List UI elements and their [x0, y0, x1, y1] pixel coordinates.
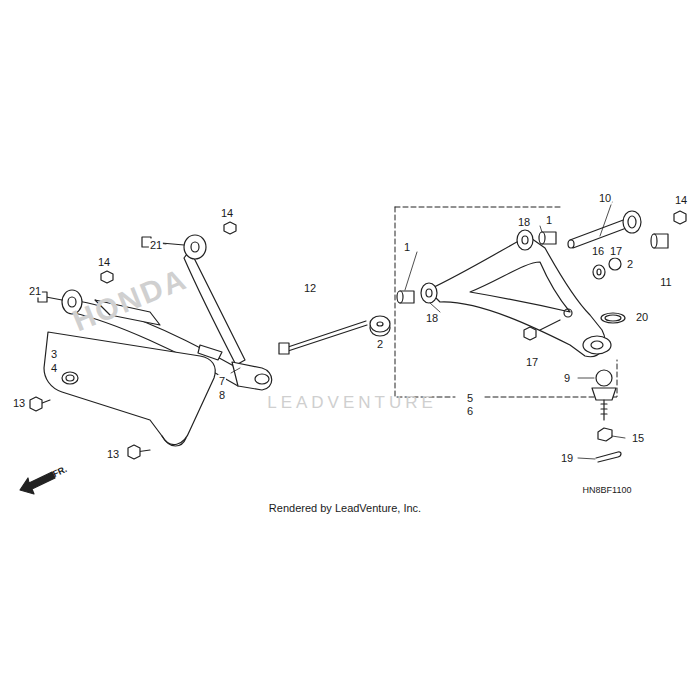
callout-number: 17	[525, 356, 539, 369]
bolts-13	[30, 397, 150, 459]
callout-number: 1	[545, 214, 553, 227]
callout-number: 8	[218, 389, 226, 402]
callout-number: 14	[97, 256, 111, 269]
callout-number: 18	[425, 312, 439, 325]
bushings-right	[397, 211, 686, 340]
callout-number: 7	[218, 375, 226, 388]
watermark: LEADVENTURE	[267, 394, 437, 411]
callout-number: 13	[106, 448, 120, 461]
callout-number: 18	[517, 216, 531, 229]
callout-number: 21	[28, 285, 42, 298]
callout-number: 16	[591, 245, 605, 258]
callout-number: 5	[466, 392, 474, 405]
callout-number: 21	[149, 239, 163, 252]
callout-number: 3	[50, 348, 58, 361]
diagram-code: HN8BF1100	[583, 486, 632, 495]
front-arrow	[20, 472, 55, 494]
callout-number: 17	[609, 245, 623, 258]
callout-number: 14	[674, 194, 688, 207]
ball-joint	[592, 370, 621, 462]
callout-number: 1	[403, 241, 411, 254]
callout-number: 4	[50, 362, 58, 375]
callout-number: 6	[466, 405, 474, 418]
callout-number: 2	[376, 338, 384, 351]
callout-number: 19	[560, 452, 574, 465]
callout-number: 12	[303, 282, 317, 295]
bolt-12	[279, 316, 390, 354]
callout-number: 13	[12, 397, 26, 410]
leader-lines	[150, 202, 625, 459]
credit-line: Rendered by LeadVenture, Inc.	[269, 503, 421, 514]
guard-plate	[44, 332, 215, 446]
callout-number: 15	[631, 432, 645, 445]
direction-label: FR.	[52, 465, 69, 479]
lower-arm	[428, 236, 611, 357]
callout-number: 20	[635, 311, 649, 324]
callout-number: 14	[220, 207, 234, 220]
callout-number: 9	[563, 372, 571, 385]
callout-number: 2	[626, 258, 634, 271]
callout-number: 11	[659, 276, 672, 289]
callout-number: 10	[598, 192, 612, 205]
